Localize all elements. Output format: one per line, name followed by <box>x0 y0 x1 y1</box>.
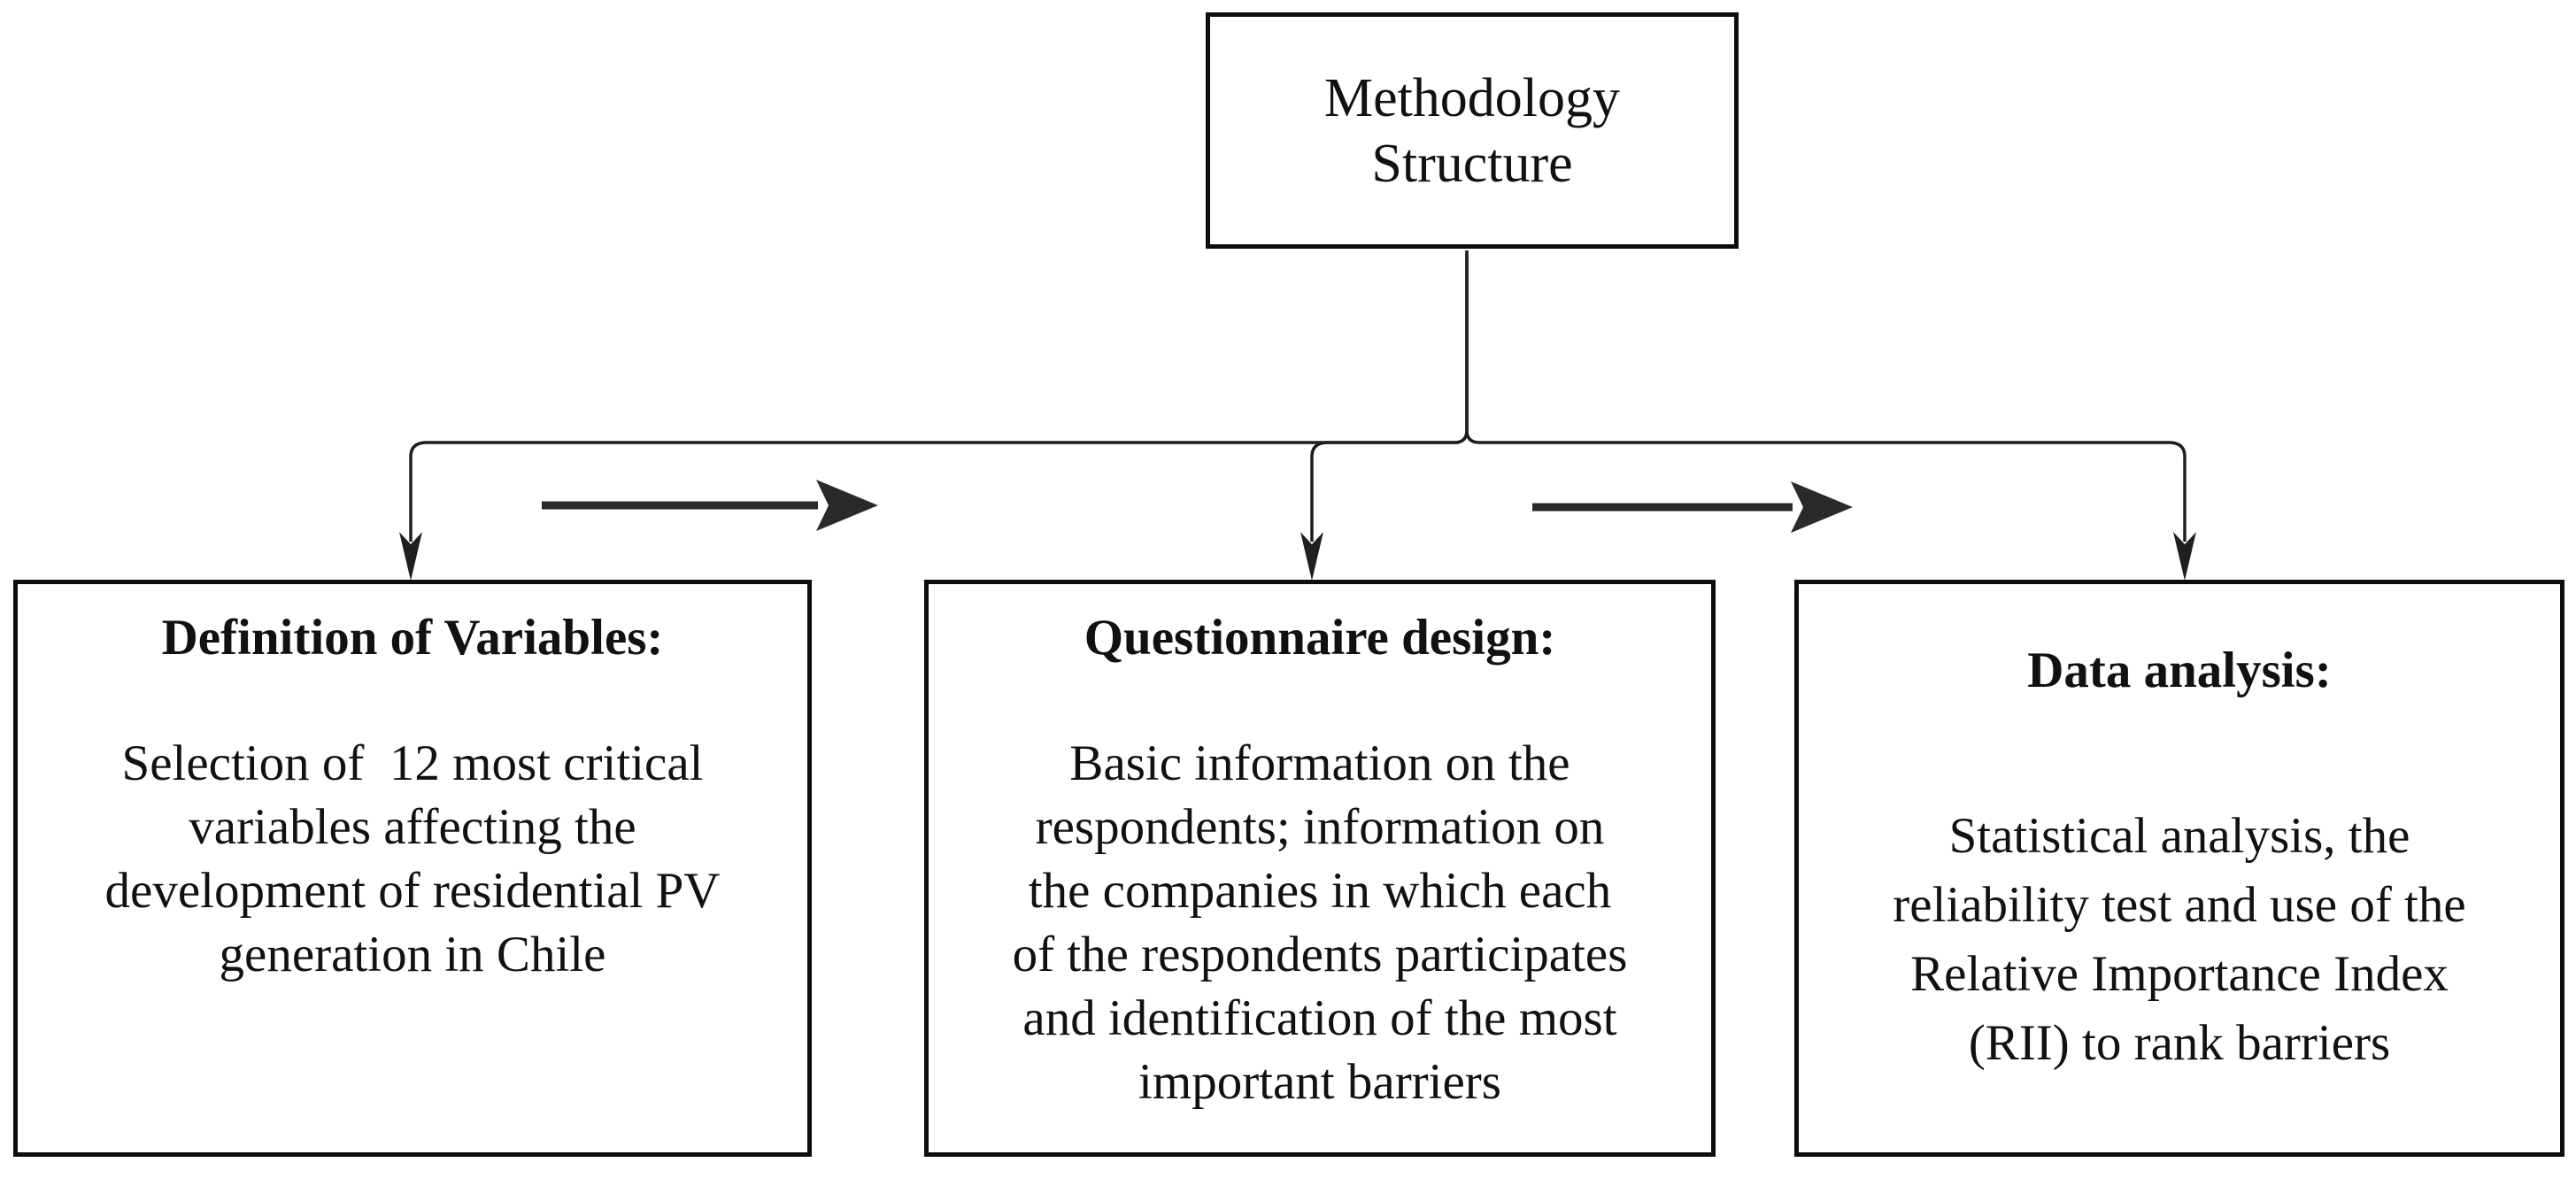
node-body-definition-of-variables: Selection of 12 most critical variables … <box>104 735 721 982</box>
node-heading-data-analysis: Data analysis: <box>2027 643 2332 698</box>
root-node-methodology-structure: Methodology Structure <box>1206 12 1739 249</box>
node-box-definition-of-variables: Definition of Variables: Selection of 12… <box>13 580 812 1157</box>
arrowhead-middle-branch-icon <box>1300 532 1323 581</box>
connector-root-to-left <box>409 250 1469 542</box>
flow-arrow-left-to-middle-icon <box>542 480 878 531</box>
node-body-data-analysis: Statistical analysis, the reliability te… <box>1893 808 2466 1071</box>
root-node-label: Methodology Structure <box>1323 67 1621 194</box>
connector-root-to-middle <box>1310 441 1459 542</box>
flow-arrow-middle-to-right-icon <box>1532 481 1853 533</box>
connector-root-to-right <box>1465 250 2187 542</box>
node-heading-questionnaire-design: Questionnaire design: <box>1084 610 1556 666</box>
node-body-questionnaire-design: Basic information on the respondents; in… <box>1012 735 1628 1110</box>
arrowhead-left-branch-icon <box>399 532 422 581</box>
arrowhead-right-branch-icon <box>2173 532 2196 581</box>
node-box-questionnaire-design: Questionnaire design: Basic information … <box>924 580 1716 1157</box>
node-box-data-analysis: Data analysis: Statistical analysis, the… <box>1794 580 2564 1157</box>
node-heading-definition-of-variables: Definition of Variables: <box>161 610 664 666</box>
